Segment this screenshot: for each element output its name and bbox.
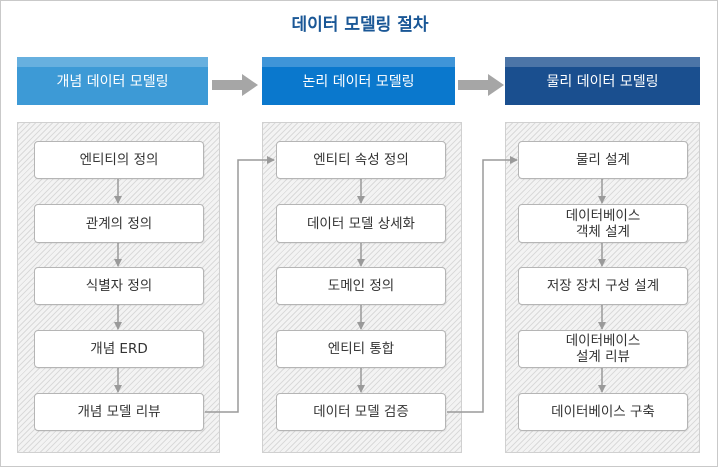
step-box: 개념 ERD [34,330,204,368]
header-logical-label: 논리 데이터 모델링 [302,74,415,90]
diagram-title: 데이터 모델링 절차 [291,15,429,35]
step-box: 식별자 정의 [34,267,204,305]
step-box: 관계의 정의 [34,204,204,243]
arrow-right-icon [458,74,504,96]
step-box: 데이터 모델 상세화 [276,204,446,243]
header-physical-label: 물리 데이터 모델링 [546,74,659,90]
step-box: 도메인 정의 [276,267,446,305]
step-box: 데이터베이스 설계 리뷰 [518,330,688,368]
step-box: 데이터 모델 검증 [276,393,446,431]
step-box: 데이터베이스 객체 설계 [518,204,688,243]
header-conceptual: 개념 데이터 모델링 [17,57,208,105]
step-box: 저장 장치 구성 설계 [518,267,688,305]
arrow-right-icon [212,74,258,96]
step-box: 엔티티 통합 [276,330,446,368]
header-conceptual-label: 개념 데이터 모델링 [56,74,169,90]
step-box: 개념 모델 리뷰 [34,393,204,431]
header-physical: 물리 데이터 모델링 [505,57,700,105]
step-box: 엔티티 속성 정의 [276,141,446,179]
step-box: 데이터베이스 구축 [518,393,688,431]
header-logical: 논리 데이터 모델링 [262,57,455,105]
connector-logical-to-physical [447,156,518,413]
connector-conceptual-to-logical [205,156,275,413]
step-box: 엔티티의 정의 [34,141,204,179]
step-box: 물리 설계 [518,141,688,179]
